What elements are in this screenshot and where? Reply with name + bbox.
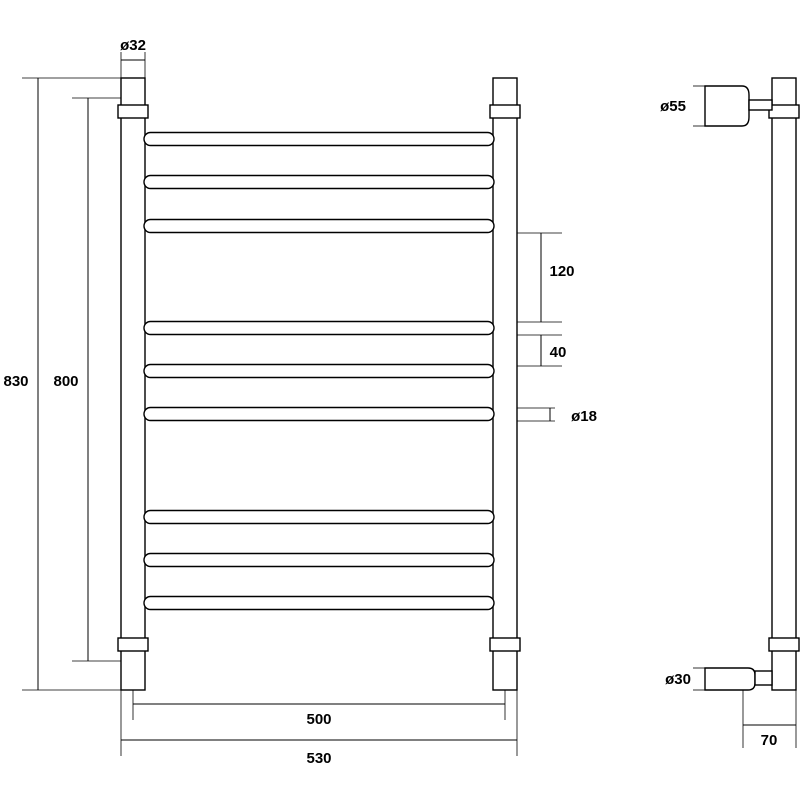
rung-7 [143, 509, 495, 525]
front-view: ø32 830 800 120 40 [3, 37, 596, 767]
overall-width-dimension: 530 [120, 690, 518, 767]
left-post [117, 77, 149, 691]
rung-spacing-label: 120 [549, 263, 574, 280]
rung-gap-dimension: 40 [517, 334, 567, 367]
rung-spacing-dimension: 120 [517, 232, 575, 323]
center-height-dimension: 800 [53, 97, 121, 662]
right-post-bottom-fitting [489, 637, 521, 652]
flange-diameter-label: ø55 [660, 98, 686, 115]
bottom-connector: ø30 [665, 667, 773, 691]
rung-1 [143, 131, 495, 147]
rung-2 [143, 174, 495, 190]
rung-8 [143, 552, 495, 568]
connector-diameter-label: ø30 [665, 671, 691, 688]
rung-diameter-label: ø18 [571, 408, 597, 425]
rung-6 [143, 406, 495, 422]
rung-3 [143, 218, 495, 234]
rungs [143, 131, 495, 611]
right-post-tube [492, 77, 518, 691]
overall-height-dimension: 830 [3, 77, 121, 691]
bottom-connector-body [704, 667, 756, 691]
rung-diameter-dimension: ø18 [517, 407, 597, 425]
wall-offset-label: 70 [761, 732, 778, 749]
side-view: ø55 ø30 70 [660, 77, 800, 749]
overall-width-label: 530 [306, 750, 331, 767]
bottom-connector-stem [754, 670, 773, 686]
left-post-top-fitting [117, 104, 149, 119]
rung-gap-label: 40 [550, 344, 567, 361]
post-diameter-dimension: ø32 [120, 37, 146, 78]
center-height-label: 800 [53, 373, 78, 390]
wall-offset-dimension: 70 [742, 690, 797, 749]
right-post [489, 77, 521, 691]
wall-flange-body [704, 85, 750, 127]
rung-5 [143, 363, 495, 379]
side-post-top-fitting [768, 104, 800, 119]
left-post-bottom-fitting [117, 637, 149, 652]
right-post-top-fitting [489, 104, 521, 119]
overall-height-label: 830 [3, 373, 28, 390]
rung-4 [143, 320, 495, 336]
center-width-label: 500 [306, 711, 331, 728]
side-post-bottom-fitting [768, 637, 800, 652]
center-width-dimension: 500 [132, 690, 506, 728]
wall-flange: ø55 [660, 85, 773, 127]
rung-9 [143, 595, 495, 611]
wall-flange-stem [748, 99, 773, 111]
post-diameter-label: ø32 [120, 37, 146, 54]
side-post-tube [771, 77, 797, 691]
left-post-tube [120, 77, 146, 691]
